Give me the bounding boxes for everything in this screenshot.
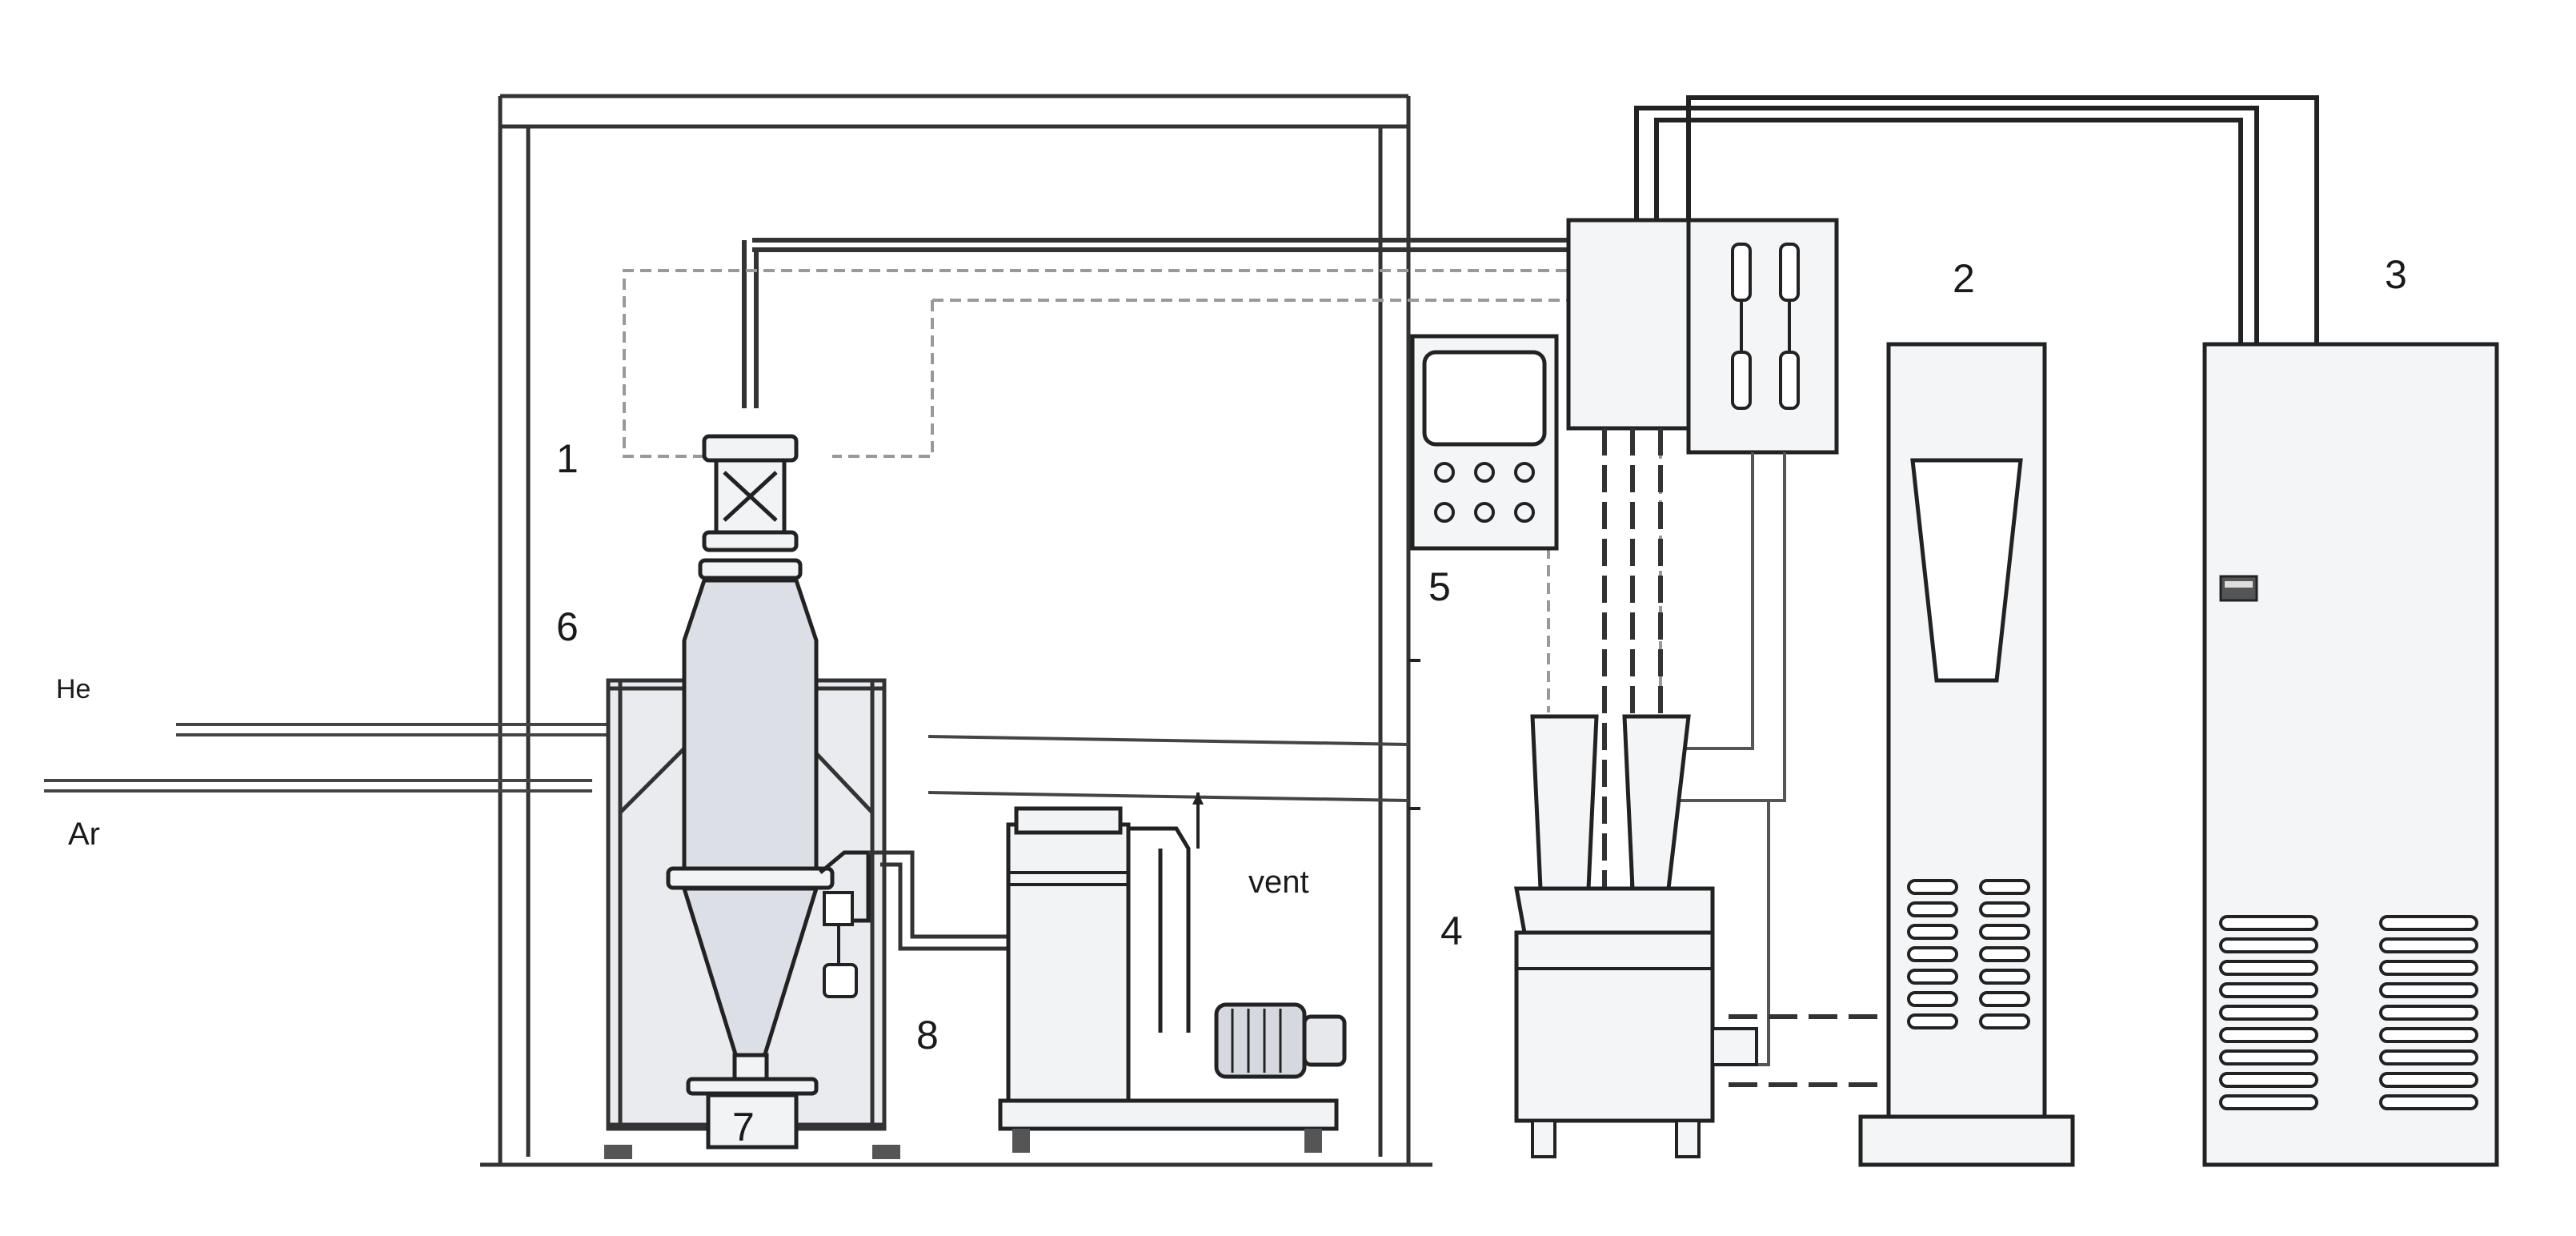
unit-3-cabinet [2202, 342, 2499, 1167]
label-7: 7 [732, 1105, 755, 1150]
label-4: 4 [1440, 909, 1463, 953]
label-6: 6 [556, 604, 579, 649]
filter-pump-unit [998, 793, 1347, 1153]
label-8: 8 [916, 1013, 939, 1057]
label-5: 5 [1428, 564, 1451, 609]
label-ar: Ar [68, 817, 100, 852]
label-he: He [56, 674, 90, 704]
label-2: 2 [1953, 256, 1975, 301]
junction-boxes [1566, 218, 1839, 455]
label-vent: vent [1248, 865, 1309, 900]
power-supply-unit [1514, 714, 1758, 1158]
top-pipes [742, 238, 1568, 408]
labels: 1 2 3 4 5 6 7 8 He Ar vent [56, 252, 2407, 1150]
control-panel [1408, 334, 1559, 810]
unit4-unit2-link [1729, 1014, 1889, 1087]
unit-2-cabinet [1858, 342, 2075, 1167]
label-3: 3 [2385, 252, 2407, 297]
unit3-cables [1634, 95, 2319, 344]
building-frame [480, 94, 1432, 1167]
reactor-vessel [604, 434, 900, 1159]
label-1: 1 [556, 436, 579, 481]
dashed-cables [623, 269, 1673, 712]
exhaust-pipe [868, 850, 1012, 951]
